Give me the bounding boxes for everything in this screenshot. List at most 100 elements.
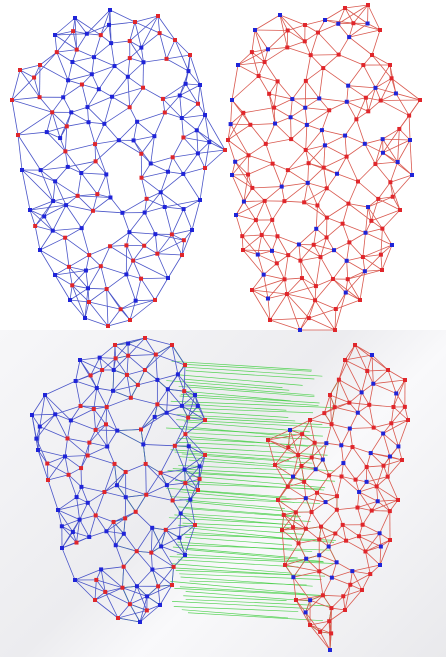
- red-vertex-marker: [353, 343, 357, 347]
- mesh-edge: [77, 195, 94, 212]
- mesh-edge: [328, 546, 337, 563]
- blue-vertex-marker: [60, 546, 64, 550]
- mesh-edge: [35, 225, 53, 232]
- mesh-edge: [184, 417, 189, 435]
- mesh-edge: [331, 423, 350, 429]
- mesh-edge: [77, 195, 111, 198]
- mesh-edge: [183, 167, 206, 175]
- red-vertex-marker: [124, 372, 129, 377]
- mesh-edge: [17, 111, 53, 136]
- mesh-edge: [129, 603, 147, 611]
- blue-vertex-marker: [261, 272, 266, 277]
- mesh-edge: [362, 232, 366, 258]
- red-vertex-marker: [285, 168, 290, 173]
- red-vertex-marker: [285, 484, 290, 489]
- mesh-edge: [81, 84, 99, 90]
- mesh-edge: [365, 232, 393, 246]
- red-vertex-marker: [87, 253, 92, 258]
- blue-vertex-marker: [152, 414, 157, 419]
- blue-vertex-marker: [166, 276, 170, 280]
- mesh-edge: [283, 514, 294, 528]
- mesh-edge: [105, 424, 108, 447]
- red-vertex-marker: [340, 522, 345, 527]
- mesh-edge: [313, 244, 335, 251]
- red-vertex-marker: [249, 50, 254, 55]
- correspondence-link: [166, 487, 287, 498]
- red-vertex-marker: [153, 298, 157, 302]
- mesh-edge: [144, 369, 158, 381]
- mesh-edge: [345, 292, 361, 301]
- correspondence-link: [185, 599, 331, 607]
- mesh-edge: [335, 292, 347, 310]
- mesh-edge: [231, 155, 249, 176]
- mesh-edge: [160, 537, 180, 547]
- mesh-edge: [382, 228, 393, 246]
- red-vertex-marker: [93, 142, 98, 147]
- blue-vertex-marker: [362, 269, 367, 274]
- mesh-edge: [365, 207, 369, 233]
- mesh-edge: [269, 93, 293, 100]
- mesh-edge: [348, 203, 372, 222]
- mesh-edge: [326, 237, 335, 251]
- mesh-edge: [277, 476, 294, 501]
- mesh-edge: [90, 375, 98, 389]
- mesh-edge: [227, 112, 244, 141]
- mesh-edge: [151, 527, 162, 547]
- mesh-edge: [362, 244, 393, 258]
- mesh-edge: [188, 417, 206, 421]
- mesh-edge: [160, 191, 184, 210]
- mesh-edge: [264, 200, 273, 221]
- mesh-edge: [160, 173, 184, 193]
- mesh-edge: [166, 412, 189, 419]
- mesh-edge: [54, 181, 67, 206]
- blue-vertex-marker: [236, 63, 240, 67]
- correspondence-lines: [166, 360, 336, 622]
- red-vertex-marker: [360, 255, 365, 260]
- red-vertex-marker: [280, 528, 284, 532]
- mesh-edge: [227, 139, 236, 162]
- mesh-edge: [373, 379, 406, 385]
- mesh-edge: [383, 459, 403, 467]
- mesh-edge: [309, 624, 332, 634]
- correspondence-link: [184, 416, 323, 425]
- mesh-edge: [113, 369, 128, 376]
- mesh-edge: [29, 209, 54, 231]
- mesh-edge: [305, 149, 310, 164]
- blue-vertex-marker: [290, 97, 295, 102]
- mesh-edge: [117, 430, 144, 445]
- mesh-edge: [179, 524, 196, 538]
- blue-vertex-marker: [328, 648, 332, 652]
- mesh-edge: [242, 249, 258, 255]
- mesh-edge: [362, 524, 380, 534]
- mesh-edge: [157, 388, 169, 405]
- mesh-edge: [199, 167, 206, 201]
- mesh-edge: [305, 144, 326, 151]
- mesh-edge: [171, 344, 186, 366]
- mesh-edge: [111, 87, 144, 98]
- mesh-edge: [137, 369, 146, 386]
- blue-vertex-marker: [97, 355, 102, 360]
- correspondence-link: [181, 533, 336, 541]
- mesh-edge: [382, 139, 411, 154]
- red-vertex-marker: [70, 283, 75, 288]
- red-vertex-marker: [169, 232, 174, 237]
- blue-vertex-marker: [193, 393, 197, 397]
- red-vertex-marker: [308, 418, 312, 422]
- correspondence-link: [175, 570, 326, 577]
- mesh-edge: [144, 354, 157, 371]
- mesh-edge: [366, 476, 388, 483]
- mesh-edge: [135, 278, 142, 301]
- mesh-edge: [106, 397, 131, 408]
- mesh-edge: [342, 596, 346, 611]
- red-vertex-marker: [311, 242, 316, 247]
- blue-vertex-marker: [314, 226, 319, 231]
- mesh-edge: [288, 254, 301, 261]
- mesh-edge: [313, 228, 317, 245]
- mesh-edge: [304, 24, 319, 33]
- red-vertex-marker: [303, 147, 308, 152]
- mesh-edge: [69, 285, 73, 301]
- mesh-edge: [287, 162, 309, 171]
- blue-vertex-marker: [363, 230, 368, 235]
- mesh-edge: [334, 292, 347, 331]
- mesh-edge: [340, 428, 351, 446]
